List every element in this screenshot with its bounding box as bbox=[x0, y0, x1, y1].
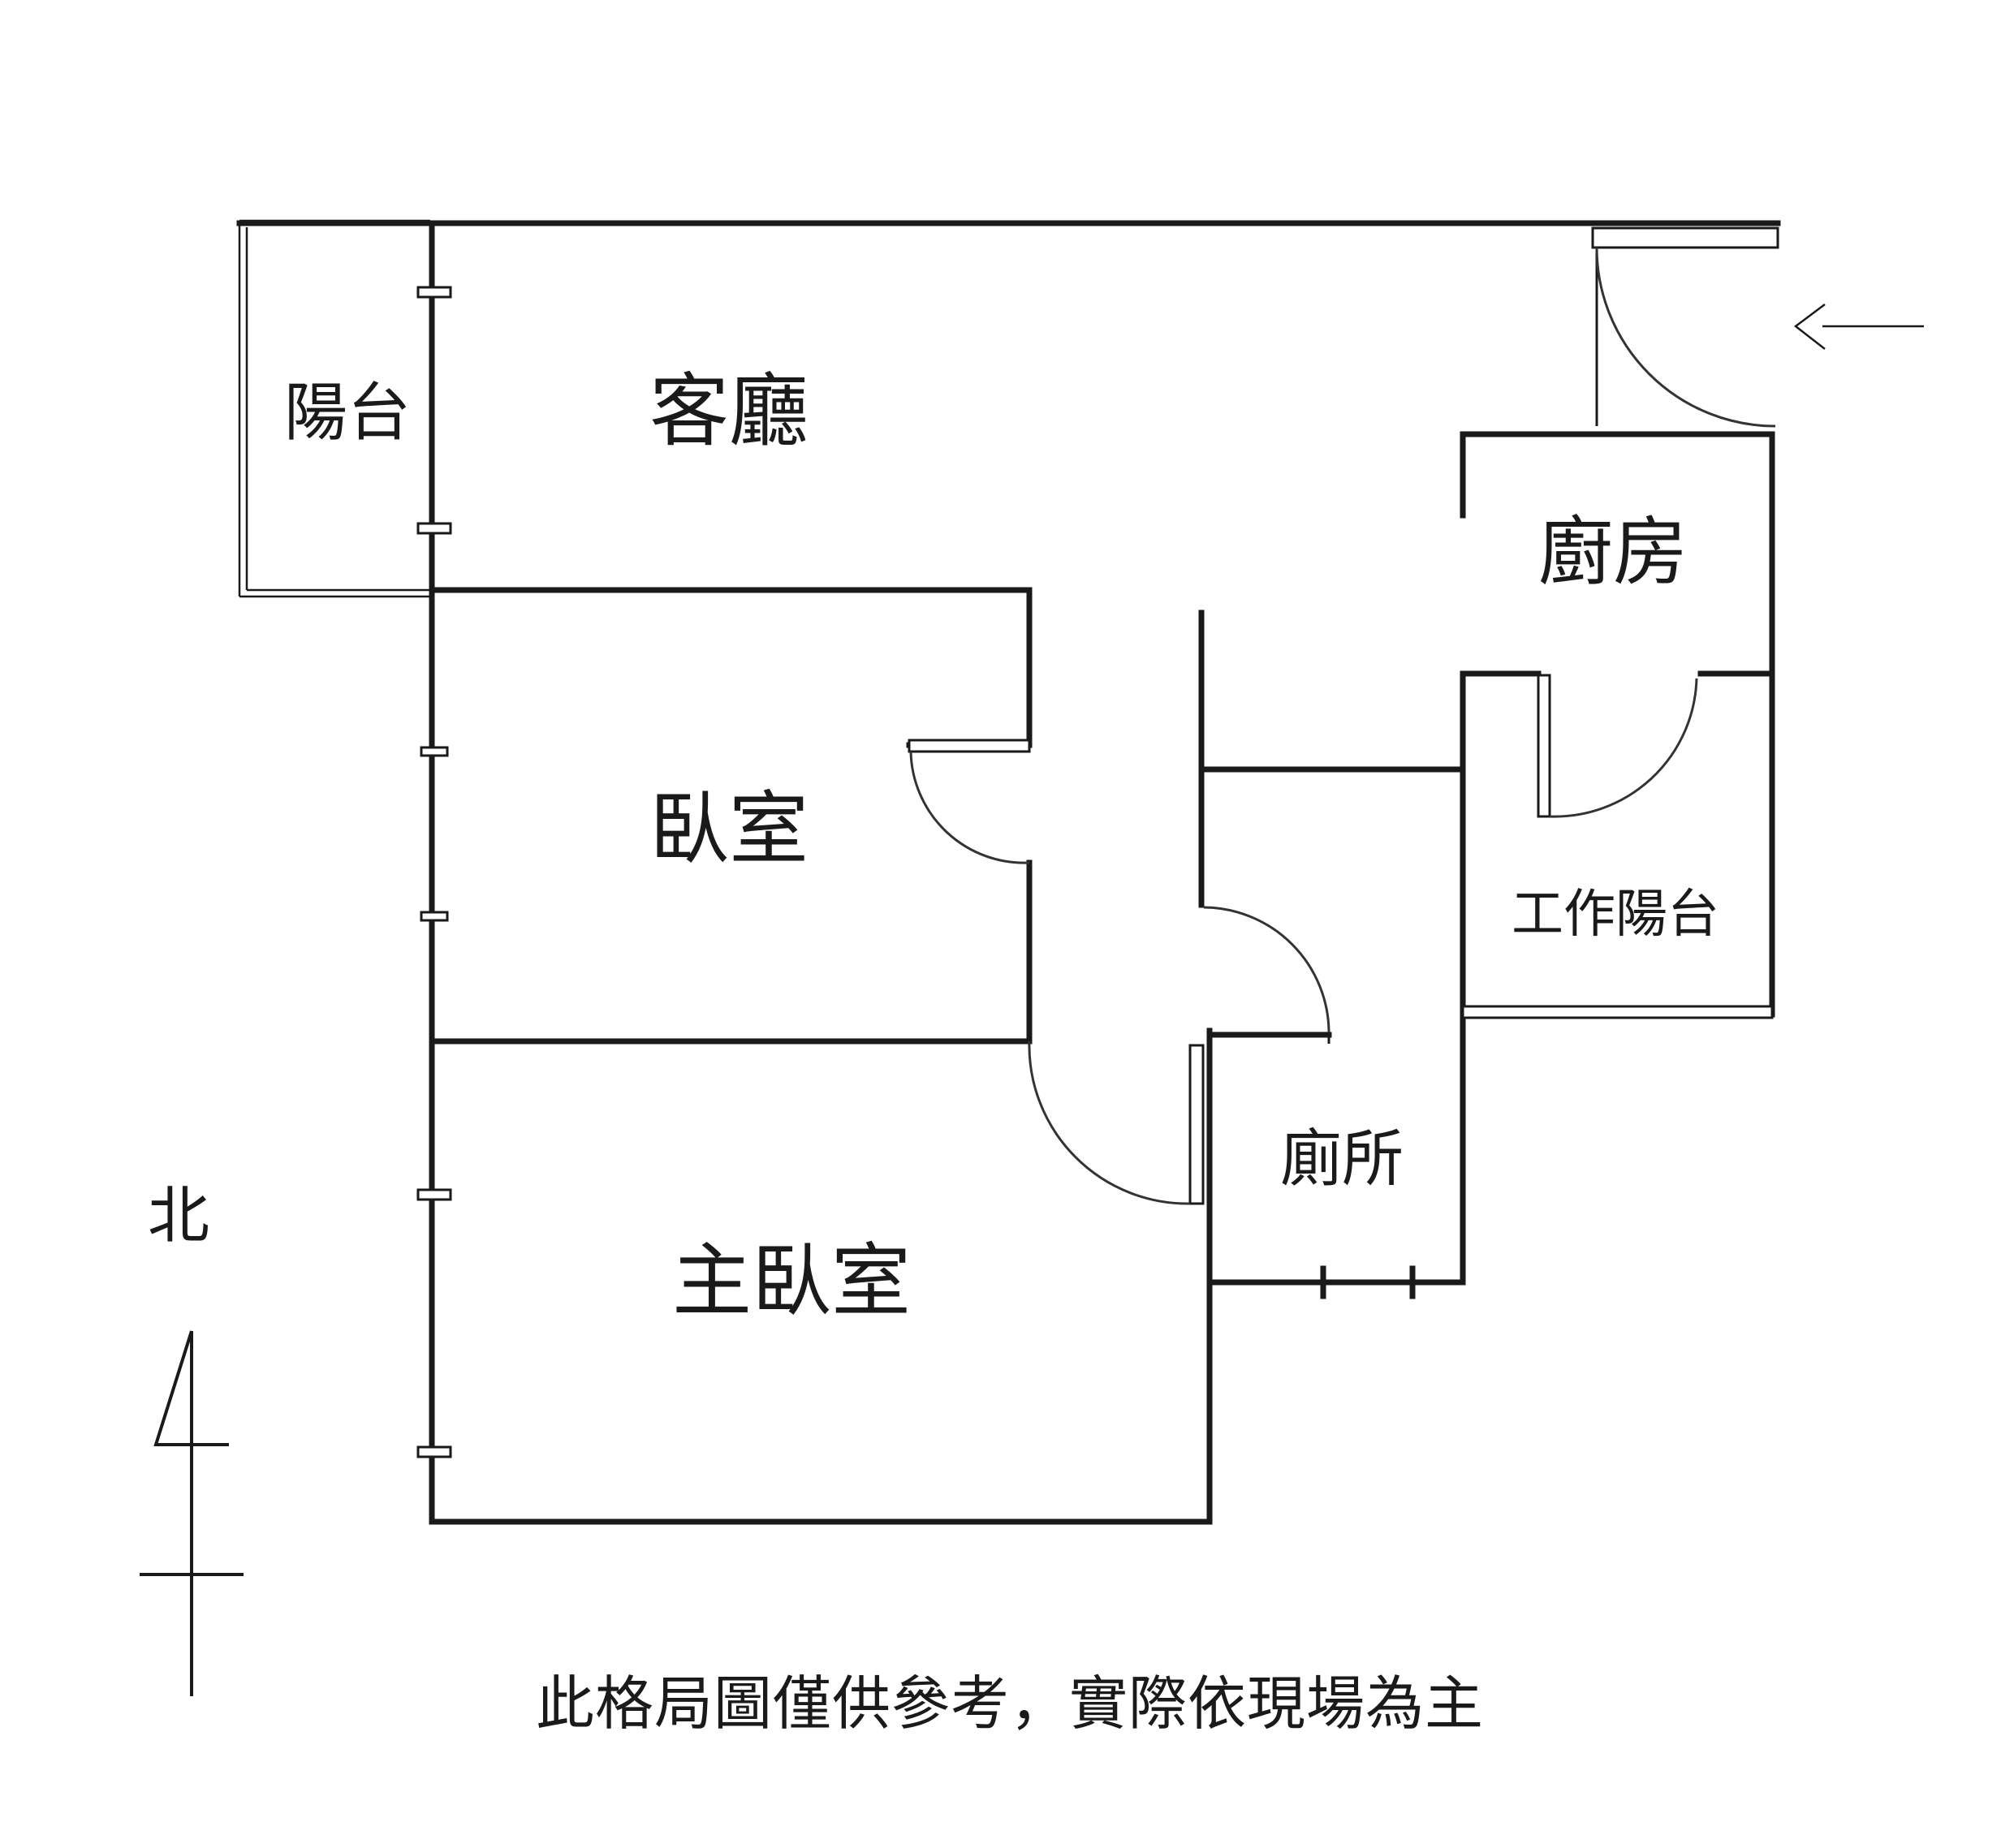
bedroom-walls bbox=[429, 587, 1033, 1045]
north-arrow-icon bbox=[140, 1330, 244, 1696]
entrance-arrow-icon bbox=[1793, 304, 1924, 350]
west-wall bbox=[416, 220, 452, 1525]
master-bedroom-walls bbox=[429, 1040, 1213, 1525]
bedroom-label: 臥室 bbox=[649, 783, 809, 876]
toilet-door bbox=[1203, 906, 1330, 1044]
north-wall bbox=[236, 220, 1781, 249]
master-bedroom-label: 主臥室 bbox=[672, 1235, 912, 1328]
toilet-walls bbox=[1198, 610, 1466, 1525]
balcony-label: 陽台 bbox=[284, 377, 412, 450]
north-label: 北 bbox=[148, 1179, 209, 1251]
kitchen-label: 廚房 bbox=[1538, 509, 1688, 596]
kitchen-walls bbox=[1460, 431, 1775, 1018]
entrance-door bbox=[1595, 247, 1776, 428]
toilet-label: 廁所 bbox=[1280, 1122, 1404, 1195]
disclaimer-text: 此格局圖僅供參考，實際依現場為主 bbox=[536, 1669, 1485, 1738]
living-room-label: 客廳 bbox=[649, 365, 809, 458]
service-balcony-label: 工作陽台 bbox=[1512, 885, 1719, 945]
kitchen-door bbox=[1549, 678, 1698, 818]
service-balcony-walls bbox=[1460, 670, 1774, 1286]
